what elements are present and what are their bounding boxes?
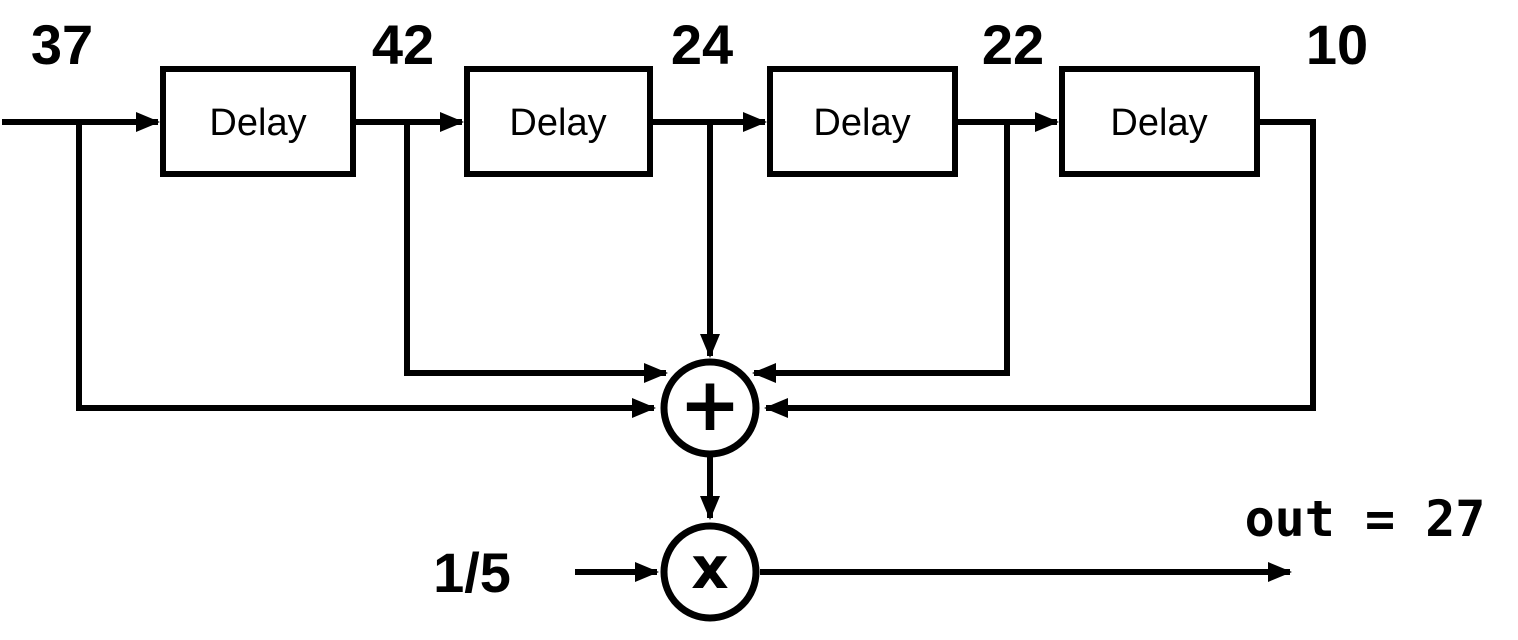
delay-1-label: Delay [209,102,306,144]
tap-37-line [76,122,656,418]
delay-4-box [1059,66,1260,177]
tap-22-label: 22 [982,13,1044,76]
coefficient-label: 1/5 [433,541,511,604]
multiplier-circle [660,522,760,622]
delay-3-label: Delay [813,102,910,144]
tap-22-line [752,122,1010,383]
output-label: out = 27 [1245,490,1486,548]
plus-icon: + [679,362,741,448]
delay-2-label: Delay [509,102,606,144]
tap-37-label: 37 [31,13,93,76]
tap-10-line [764,119,1316,418]
tap-24-label: 24 [671,13,733,76]
delay-3-box [767,66,958,177]
tap-42-line [404,122,668,383]
adder-circle [660,358,760,458]
delay-1-box [160,66,356,177]
multiply-icon: x [691,534,728,602]
tap-10-label: 10 [1306,13,1368,76]
tap-42-label: 42 [372,13,434,76]
delay-2-box [464,66,653,177]
delay-4-label: Delay [1110,102,1207,144]
